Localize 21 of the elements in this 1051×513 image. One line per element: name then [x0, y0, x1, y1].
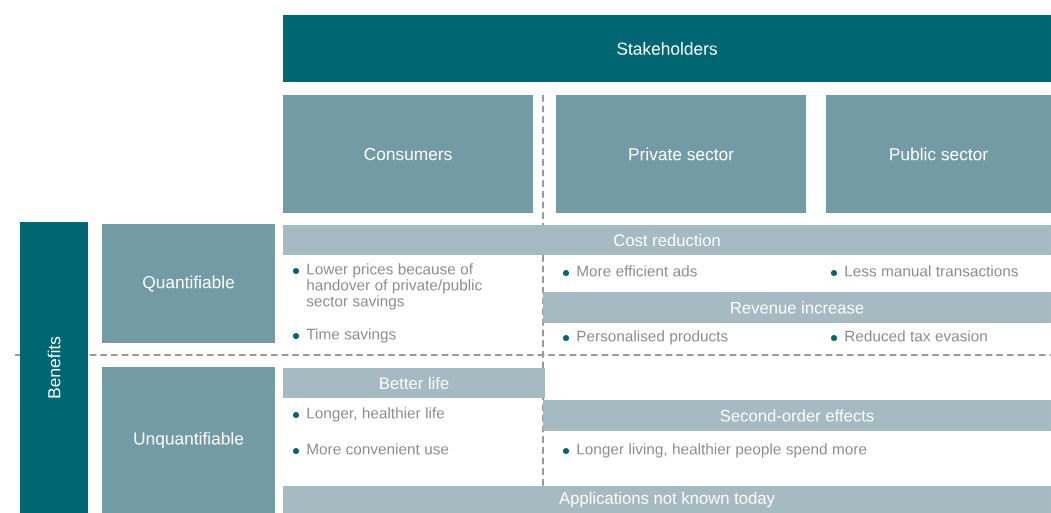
header-band: Stakeholders: [283, 15, 1051, 82]
side-band: Benefits: [20, 222, 88, 513]
category-band: Better life: [283, 368, 545, 398]
bullet-item: Reduced tax evasion: [830, 330, 987, 342]
row-box: Quantifiable: [102, 224, 275, 343]
bullet-item: Lower prices because of handover of private/public sector savings: [292, 263, 482, 310]
column-box: Private sector: [556, 95, 806, 213]
bullet-item: More efficient ads: [562, 265, 697, 277]
row-box: Unquantifiable: [102, 367, 275, 513]
category-band: Applications not known today: [283, 486, 1051, 513]
column-box: Public sector: [826, 95, 1051, 213]
category-band: Second-order effects: [543, 400, 1051, 431]
category-band: Cost reduction: [283, 225, 1051, 255]
bullet-item: Time savings: [292, 328, 396, 343]
bullet-item: Longer living, healthier people spend more: [562, 443, 867, 458]
bullet-item: Personalised products: [562, 330, 728, 345]
bullet-item: Less manual transactions: [830, 265, 1018, 277]
bullet-item: Longer, healthier life: [292, 407, 444, 422]
category-band: Revenue increase: [543, 292, 1051, 323]
bullet-item: More convenient use: [292, 443, 449, 455]
column-box: Consumers: [283, 95, 533, 213]
